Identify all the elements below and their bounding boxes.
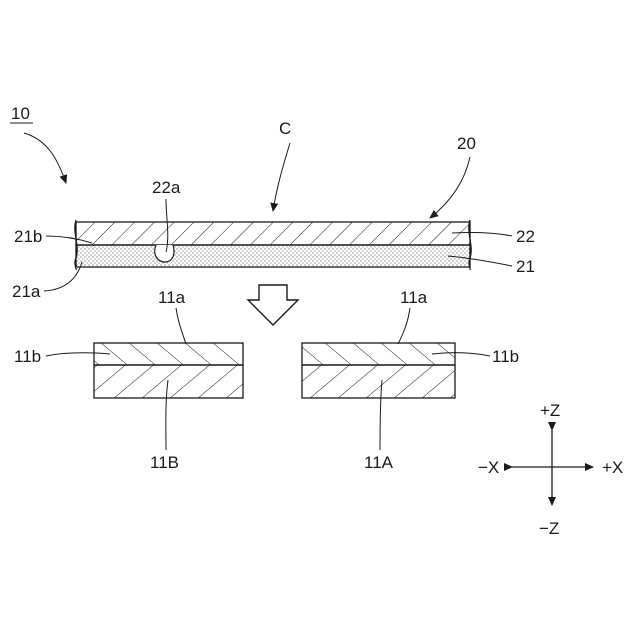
- axis-label-minus-z: −Z: [539, 519, 559, 538]
- leader-left-11a: [176, 308, 186, 344]
- leader-right-11a: [398, 308, 410, 344]
- label-21b: 21b: [14, 227, 42, 246]
- direction-c-arrow: [273, 143, 290, 211]
- label-sheet-20: 20: [457, 134, 476, 153]
- label-right-11a: 11a: [400, 288, 428, 307]
- device-pointer-arrow: [24, 133, 66, 183]
- label-left-11a: 11a: [158, 288, 186, 307]
- label-left-11b: 11b: [14, 347, 41, 366]
- left-block-base: [94, 365, 243, 398]
- label-right-11b: 11b: [492, 347, 519, 366]
- hollow-down-arrow: [248, 285, 298, 325]
- label-block-11a: 11A: [364, 453, 394, 472]
- layer-22-hatched: [76, 222, 470, 245]
- sheet-20-arrow: [430, 157, 470, 218]
- axis-label-minus-x: −X: [478, 458, 499, 477]
- layer-21-dotted: [76, 245, 470, 267]
- axis-label-plus-x: +X: [602, 458, 623, 477]
- label-21a: 21a: [12, 282, 41, 301]
- label-device-10: 10: [11, 104, 30, 123]
- recess-22a: [155, 245, 174, 262]
- label-block-11b: 11B: [150, 453, 179, 472]
- label-22: 22: [516, 227, 535, 246]
- right-block-base: [302, 365, 455, 398]
- left-block-top-layer: [94, 343, 243, 365]
- axis-label-plus-z: +Z: [540, 401, 560, 420]
- label-direction-c: C: [279, 119, 291, 138]
- label-21: 21: [516, 257, 535, 276]
- label-22a: 22a: [152, 178, 181, 197]
